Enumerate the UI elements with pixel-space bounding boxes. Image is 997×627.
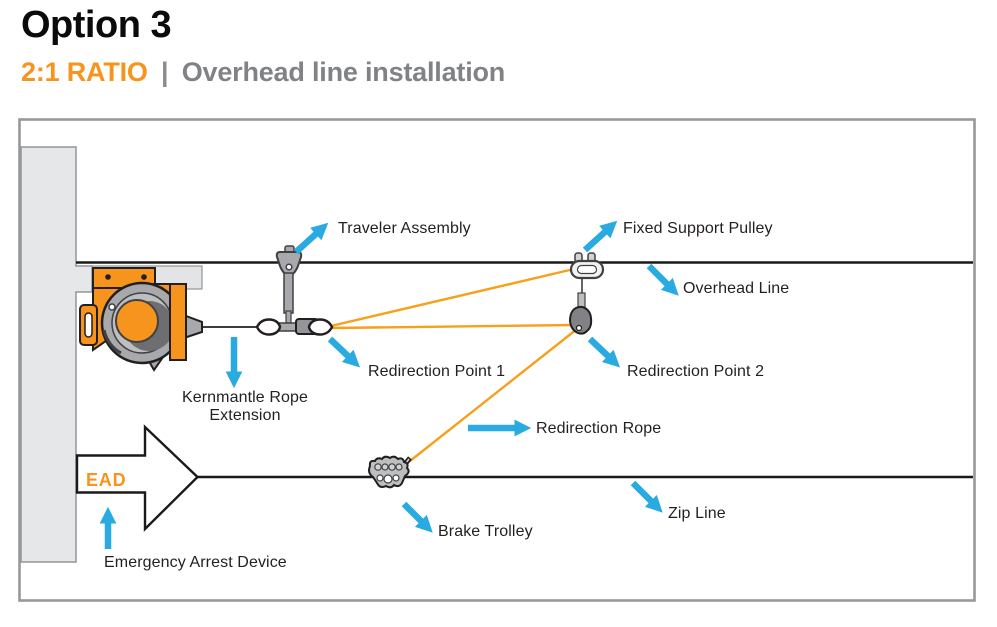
emergency-arrest-device-label: Emergency Arrest Device <box>104 554 287 571</box>
zip-line-arrow <box>630 480 663 513</box>
ead-side-tab-slot <box>84 312 93 338</box>
rope-upper <box>330 267 575 328</box>
trolley-wheel-2 <box>383 474 393 484</box>
overhead-line-arrow <box>646 263 679 296</box>
redirection-point-1-arrow <box>327 336 361 368</box>
brake-trolley-arrow <box>401 501 433 533</box>
page-subtitle: 2:1 RATIO | Overhead line installation <box>21 57 505 88</box>
ead-abbr-label: EAD <box>86 470 126 490</box>
ead-bolt-right <box>141 274 147 280</box>
redirection-rope-lines <box>330 267 578 462</box>
trolley-wheel-1 <box>376 474 384 482</box>
page-title: Option 3 <box>21 4 172 46</box>
pulley-sleeve <box>577 292 586 308</box>
subtitle-separator: | <box>161 57 169 87</box>
trolley-detail-1 <box>374 463 382 471</box>
traveler-assembly-label: Traveler Assembly <box>338 220 471 237</box>
ead-device <box>79 267 203 372</box>
trolley-wheel-3 <box>392 474 400 482</box>
traveler-stem-lower <box>285 310 292 324</box>
rope-lower <box>330 323 577 330</box>
ead-right-leg <box>169 283 187 361</box>
fixed-support-pulley-arrow <box>582 220 618 253</box>
traveler-assembly-arrow <box>293 222 329 255</box>
kernmantle-label-line1: Kernmantle Rope <box>182 389 308 406</box>
trolley-detail-3 <box>388 463 396 471</box>
ead-slot <box>102 329 122 355</box>
carabiner-right <box>307 318 334 336</box>
ead-pin <box>108 303 116 311</box>
traveler-stem <box>283 272 294 314</box>
brake-trolley-label: Brake Trolley <box>438 523 533 540</box>
trolley-detail-4 <box>395 463 403 471</box>
carabiner-left <box>255 318 282 336</box>
rope-to-trolley <box>409 328 578 462</box>
redirection-rope-label: Redirection Rope <box>536 420 661 437</box>
traveler-assembly-graphic <box>255 245 334 336</box>
shackle-ring-hole <box>576 264 598 275</box>
pulley-hole <box>575 324 583 332</box>
callout-arrows <box>99 220 679 549</box>
fixed-support-pulley-label: Fixed Support Pulley <box>623 220 773 237</box>
redirection-point-2-label: Redirection Point 2 <box>627 363 764 380</box>
callout-labels: Traveler Assembly Fixed Support Pulley O… <box>104 220 789 571</box>
ead-flow-arrow <box>75 424 200 532</box>
ratio-label: 2:1 RATIO <box>21 57 148 87</box>
zip-line-label: Zip Line <box>668 505 726 522</box>
redirection-point-1-label: Redirection Point 1 <box>368 363 505 380</box>
trolley-detail-2 <box>381 463 389 471</box>
kernmantle-label-line2: Extension <box>209 407 280 424</box>
traveler-head-hole <box>285 263 293 271</box>
overhead-line-label: Overhead Line <box>683 280 789 297</box>
brake-trolley-graphic <box>368 455 412 489</box>
subtitle-text: Overhead line installation <box>181 57 506 87</box>
ead-hub <box>115 299 159 343</box>
fixed-support-pulley-graphic <box>568 252 605 335</box>
ead-bolt-left <box>105 274 111 280</box>
pulley-body <box>568 305 593 335</box>
redirection-point-2-arrow <box>587 336 621 368</box>
